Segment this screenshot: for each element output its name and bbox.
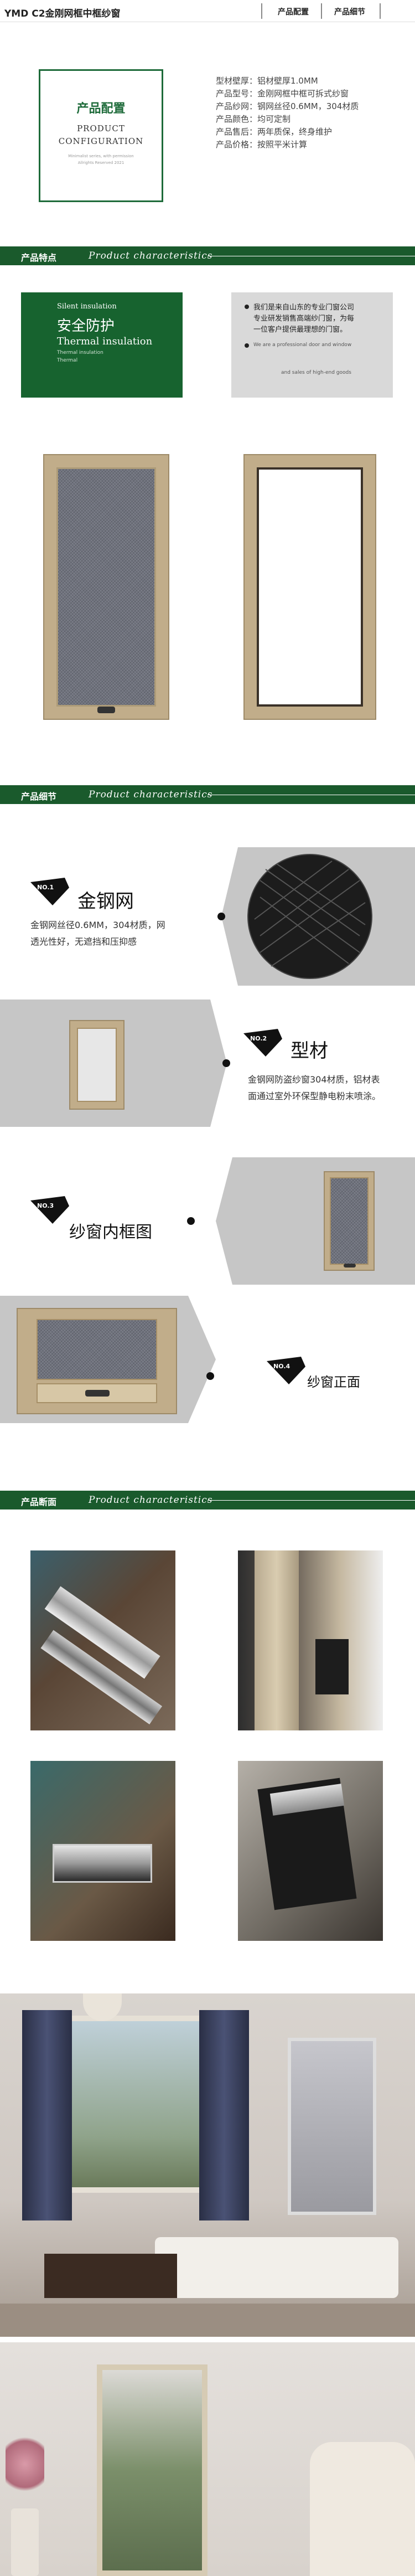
- config-box-small1: Minimalist series, with permission: [68, 154, 134, 158]
- config-box-small2: Allrights Reserved 2021: [77, 161, 124, 165]
- section-subtitle: Product characteristics: [89, 250, 213, 261]
- window-frame-image: [243, 454, 376, 720]
- detail2-text2: 面通过室外环保型静电粉末喷涂。: [248, 1091, 381, 1101]
- connector-dot: [187, 1217, 195, 1225]
- detail3-title: 纱窗内框图: [69, 1223, 152, 1242]
- badge-label: NO.1: [37, 884, 54, 891]
- bullet-icon: [245, 305, 249, 309]
- nav-divider: [321, 3, 322, 19]
- detail2-background: [0, 1000, 227, 1127]
- nav-divider: [380, 3, 381, 19]
- spec-line: 产品纱网：钢网丝径0.6MM，304材质: [216, 101, 359, 111]
- spec-line: 产品价格：按照平米计算: [216, 140, 308, 150]
- config-box-en1: PRODUCT: [77, 123, 125, 133]
- nav-divider: [261, 3, 262, 19]
- green-en2: Thermal insulation: [57, 336, 153, 347]
- badge-no1-icon: [30, 878, 69, 905]
- spec-line: 产品颜色：均可定制: [216, 114, 291, 124]
- section-bar-features: 产品特点 Product characteristics: [0, 246, 415, 265]
- cross-section-photo-3: [30, 1761, 175, 1941]
- bullet-icon: [245, 343, 249, 348]
- section-title: 产品特点: [21, 253, 57, 263]
- page-title: YMD C2金刚网框中框纱窗: [4, 8, 121, 19]
- badge-label: NO.2: [250, 1035, 267, 1042]
- section-bar-details: 产品细节 Product characteristics: [0, 785, 415, 804]
- top-header: YMD C2金刚网框中框纱窗 产品配置 产品细节: [0, 0, 415, 22]
- cross-section-photo-4: [238, 1761, 383, 1941]
- section-title: 产品细节: [21, 791, 57, 802]
- detail4-title: 纱窗正面: [307, 1374, 360, 1390]
- green-en4: Thermal: [57, 358, 78, 363]
- section-rule: [208, 1500, 415, 1501]
- feature-green-panel: Silent insulation 安全防护 Thermal insulatio…: [21, 292, 183, 398]
- cross-section-photo-1: [30, 1550, 175, 1730]
- badge-no2-icon: [243, 1029, 282, 1057]
- gray-en1: We are a professional door and window: [253, 342, 352, 348]
- section-bar-cross-section: 产品断面 Product characteristics: [0, 1491, 415, 1509]
- frame-profile-image: [69, 1020, 124, 1110]
- connector-dot: [222, 1059, 230, 1067]
- window-mesh-image: [43, 454, 169, 720]
- config-box-title: 产品配置: [76, 102, 126, 116]
- badge-no3-icon: [30, 1196, 69, 1224]
- gray-line2: 专业研发销售高端纱门窗，为每: [253, 315, 355, 323]
- detail1-text1: 金钢网丝径0.6MM，304材质，网: [30, 920, 165, 930]
- room-photo-living: [0, 1993, 415, 2337]
- nav-config[interactable]: 产品配置: [278, 8, 309, 17]
- section-subtitle: Product characteristics: [89, 789, 213, 800]
- nav-details[interactable]: 产品细节: [334, 8, 365, 17]
- detail1-title: 金钢网: [77, 890, 134, 913]
- room-photo-window: [0, 2342, 415, 2576]
- badge-label: NO.3: [37, 1202, 54, 1209]
- gray-line3: 一位客户提供最理想的门窗。: [253, 326, 347, 334]
- window-front-image: [17, 1308, 177, 1414]
- spec-line: 型材壁厚：铝材壁厚1.0MM: [216, 76, 318, 86]
- spec-line: 产品型号：金刚网框中框可拆式纱窗: [216, 89, 349, 99]
- badge-no4-icon: [267, 1357, 305, 1384]
- cross-section-photo-2: [238, 1550, 383, 1730]
- badge-label: NO.4: [273, 1363, 290, 1370]
- green-title: 安全防护: [57, 318, 115, 334]
- detail2-text1: 金钢网防盗纱窗304材质，铝材表: [248, 1074, 380, 1085]
- gray-en2: and sales of high-end goods: [281, 370, 351, 375]
- green-en3: Thermal insulation: [57, 350, 103, 356]
- config-box-en2: CONFIGURATION: [58, 136, 144, 146]
- connector-dot: [206, 1372, 214, 1380]
- config-box: 产品配置 PRODUCT CONFIGURATION Minimalist se…: [39, 69, 163, 202]
- connector-dot: [217, 913, 225, 920]
- detail1-text2: 透光性好，无遮挡和压抑感: [30, 936, 137, 947]
- green-en1: Silent insulation: [57, 302, 117, 311]
- window-inner-frame-image: [324, 1171, 375, 1271]
- section-subtitle: Product characteristics: [89, 1495, 213, 1506]
- feature-gray-panel: 我们是来自山东的专业门窗公司 专业研发销售高端纱门窗，为每 一位客户提供最理想的…: [231, 292, 393, 398]
- section-title: 产品断面: [21, 1497, 57, 1507]
- detail2-title: 型材: [290, 1040, 328, 1062]
- gray-line1: 我们是来自山东的专业门窗公司: [253, 303, 355, 312]
- detail1-background: [221, 847, 415, 986]
- spec-line: 产品售后：两年质保，终身维护: [216, 127, 333, 137]
